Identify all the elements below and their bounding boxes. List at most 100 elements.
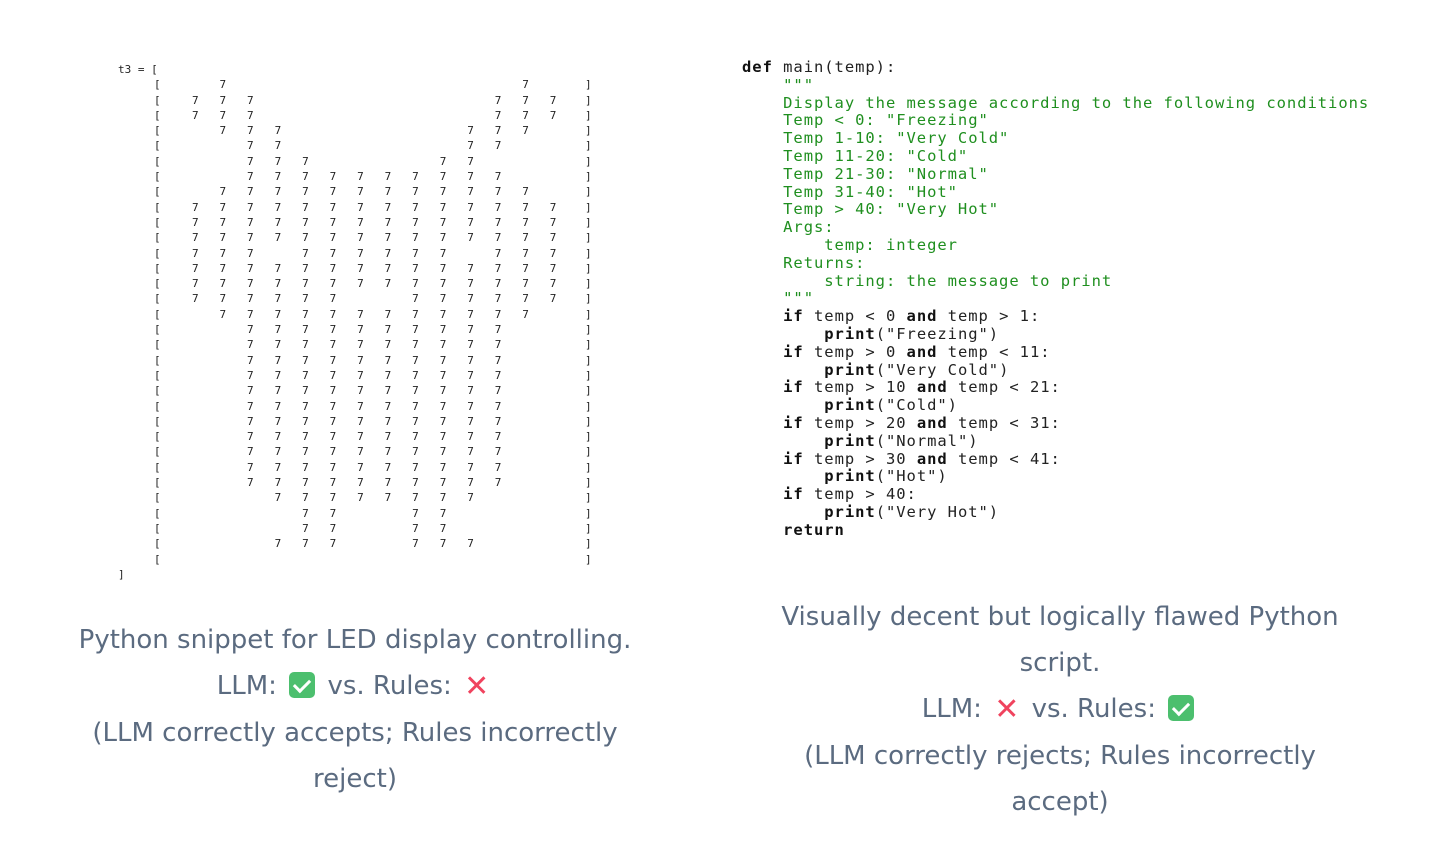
caption-note: accept)	[1011, 787, 1109, 817]
matrix-row-values: 777 777	[192, 108, 578, 122]
row-open-bracket: [	[154, 185, 161, 199]
code-line: Temp > 40: "Very Hot"	[742, 200, 1369, 219]
row-close-bracket: ]	[585, 368, 592, 382]
code-line: print("Hot")	[742, 467, 1369, 486]
code-line: """	[742, 76, 1369, 95]
matrix-row-values: 777777777777	[192, 185, 578, 199]
matrix-row-values	[192, 552, 577, 567]
row-close-bracket: ]	[585, 78, 592, 92]
matrix-row-values: 7777777777	[192, 384, 578, 398]
row-close-bracket: ]	[585, 460, 592, 474]
code-keyword: print	[824, 467, 876, 486]
vs-rules-label: vs. Rules:	[1031, 694, 1156, 724]
matrix-header: t3 = [	[118, 63, 158, 76]
row-open-bracket: [	[154, 246, 161, 260]
row-close-bracket: ]	[585, 353, 592, 367]
code-text: ("Cold")	[875, 396, 958, 415]
matrix-row: [ 77 77 ]	[118, 521, 598, 536]
code-line: if temp > 40:	[742, 485, 1369, 504]
row-open-bracket: [	[154, 93, 161, 107]
matrix-row-values: 7777777777	[192, 476, 578, 490]
matrix-row: [ 777 777 ]	[118, 123, 598, 138]
matrix-row-values: 7777777777	[192, 323, 578, 337]
code-text	[742, 396, 824, 414]
row-close-bracket: ]	[585, 430, 592, 444]
row-open-bracket: [	[154, 460, 161, 474]
matrix-row-values: 77777777777777	[192, 277, 578, 291]
matrix-row: [77777777777777]	[118, 261, 598, 276]
python-code-snippet: def main(temp): """ Display the message …	[742, 58, 1369, 540]
row-close-bracket: ]	[585, 338, 592, 352]
caption-note: (LLM correctly rejects; Rules incorrectl…	[804, 741, 1316, 771]
code-text	[742, 467, 824, 485]
row-close-bracket: ]	[585, 476, 592, 490]
matrix-row: [ 7777777777 ]	[118, 169, 598, 184]
code-line: print("Very Hot")	[742, 502, 1369, 522]
row-open-bracket: [	[154, 368, 161, 382]
code-text	[742, 378, 783, 396]
row-open-bracket: [	[154, 506, 161, 520]
code-keyword: and	[916, 449, 948, 468]
row-open-bracket: [	[154, 170, 161, 184]
docstring-text: Temp 31-40: "Hot"	[742, 182, 958, 201]
code-line: Args:	[742, 218, 1369, 237]
row-close-bracket: ]	[585, 552, 592, 566]
vs-rules-label: vs. Rules:	[327, 671, 452, 701]
matrix-row: [ 777 77 ]	[118, 154, 598, 169]
row-open-bracket: [	[154, 231, 161, 245]
docstring-text: Temp 1-10: "Very Cold"	[742, 129, 1010, 148]
matrix-row-values: 777 777777 777	[192, 246, 578, 260]
matrix-row-values: 7777777777	[192, 430, 578, 444]
matrix-row-values: 7777777777	[192, 353, 578, 367]
docstring-text: """	[742, 289, 814, 308]
code-line: return	[742, 521, 1369, 540]
matrix-row: [ 777777777777 ]	[118, 184, 598, 199]
code-text	[742, 343, 783, 361]
code-line: Temp 1-10: "Very Cold"	[742, 129, 1369, 148]
code-text: ("Very Hot")	[875, 502, 1000, 521]
matrix-row-values: 77777777777777	[192, 231, 578, 245]
code-text: temp < 31:	[947, 413, 1061, 432]
row-open-bracket: [	[154, 78, 161, 92]
code-line: def main(temp):	[742, 58, 1369, 77]
matrix-row: [777 777]	[118, 108, 598, 123]
matrix-row: [77777777777777]	[118, 276, 598, 291]
code-text: main(temp):	[772, 58, 897, 76]
matrix-row-values: 777 777	[192, 93, 578, 107]
code-keyword: print	[824, 324, 876, 343]
row-close-bracket: ]	[585, 521, 592, 535]
code-text: temp > 30	[803, 449, 917, 468]
matrix-row: [777 777777 777]	[118, 246, 598, 261]
cross-mark-icon: ✕	[464, 669, 490, 704]
code-line: if temp > 20 and temp < 31:	[742, 413, 1369, 433]
docstring-text: Temp > 40: "Very Hot"	[742, 200, 1000, 219]
code-text: temp < 21:	[947, 378, 1061, 397]
row-open-bracket: [	[154, 338, 161, 352]
caption-title: script.	[1019, 648, 1101, 678]
code-keyword: if	[783, 342, 804, 361]
row-close-bracket: ]	[585, 491, 592, 505]
code-text: temp > 10	[803, 378, 917, 397]
code-line: Temp 21-30: "Normal"	[742, 165, 1369, 184]
matrix-row-values: 7777777777	[192, 368, 578, 382]
code-text	[742, 325, 824, 343]
matrix-row: [77777777777777]	[118, 200, 598, 215]
row-open-bracket: [	[154, 537, 161, 551]
code-text: temp > 0	[803, 342, 907, 361]
code-text	[742, 432, 824, 450]
matrix-row: [ 7777777777 ]	[118, 337, 598, 352]
row-close-bracket: ]	[585, 277, 592, 291]
code-text	[742, 503, 824, 521]
row-open-bracket: [	[154, 323, 161, 337]
matrix-row: [ 77777777 ]	[118, 490, 598, 505]
matrix-row-values: 777 777	[192, 124, 578, 138]
code-line: print("Very Cold")	[742, 361, 1369, 380]
code-text: temp > 1:	[937, 307, 1041, 326]
row-open-bracket: [	[154, 430, 161, 444]
cross-mark-icon: ✕	[994, 692, 1020, 727]
code-line: print("Cold")	[742, 396, 1369, 415]
code-keyword: print	[824, 502, 876, 521]
row-open-bracket: [	[154, 200, 161, 214]
matrix-row: [ 7777777777 ]	[118, 383, 598, 398]
code-text	[742, 521, 783, 539]
